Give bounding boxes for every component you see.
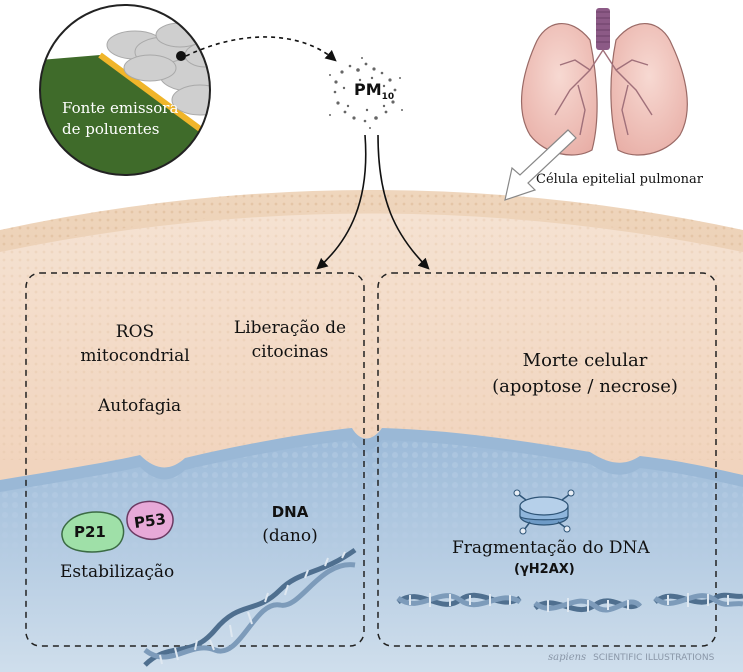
particle-cloud [329, 57, 403, 129]
pm10-label: PM10 [354, 80, 394, 102]
credit-text: SCIENTIFIC ILLUSTRATIONS [593, 653, 715, 663]
dna-fragments [396, 592, 743, 613]
credit-brand: sapiens [548, 652, 587, 663]
pm10-label-text: PM [354, 80, 382, 99]
pm10-label-subscript: 10 [381, 92, 395, 103]
ros-label-line2: mitocondrial [80, 346, 190, 366]
source-to-particle-arrow [185, 36, 337, 62]
ros-label: ROS mitocondrial [60, 320, 210, 368]
stabilization-label: Estabilização [60, 562, 175, 582]
dna-damage-sublabel: (dano) [262, 526, 318, 546]
p53-protein [126, 500, 174, 540]
p21-label: P21 [74, 523, 106, 541]
emission-point [176, 51, 186, 61]
credit-line: sapiens SCIENTIFIC ILLUSTRATIONS [548, 652, 714, 663]
dna-damage-label: DNA (dano) [250, 500, 330, 548]
dna-fragmentation-label: Fragmentação do DNA [452, 538, 650, 558]
pollution-source-label: Fonte emissora de poluentes [62, 98, 178, 140]
cytokines-label-line1: Liberação de [233, 318, 347, 338]
arrow-to-right-box [377, 134, 430, 270]
lung-cell-label: Célula epitelial pulmonar [536, 172, 704, 187]
pollution-source-label-line2: de poluentes [62, 120, 160, 138]
cell-death-label-line1: Morte celular [522, 350, 648, 371]
ros-label-line1: ROS [115, 322, 155, 342]
arrow-to-left-box [316, 134, 367, 270]
cell-death-label: Morte celular (apoptose / necrose) [470, 348, 700, 400]
cytokines-label: Liberação de citocinas [220, 316, 360, 364]
right-dashed-box [377, 272, 717, 647]
lungs-illustration [504, 8, 688, 201]
gamma-h2ax-label: (γH2AX) [514, 562, 575, 577]
cytokines-label-line2: citocinas [251, 342, 329, 362]
autophagy-label: Autofagia [98, 396, 182, 416]
cell-death-label-line2: (apoptose / necrose) [492, 376, 678, 397]
pollution-source-illustration [40, 5, 210, 175]
dna-helix-damaged [143, 547, 357, 667]
histone-icon [513, 489, 575, 535]
p21-protein [61, 511, 125, 553]
dna-label: DNA [271, 503, 309, 521]
left-dashed-box [25, 272, 365, 647]
pollution-source-label-line1: Fonte emissora [62, 99, 179, 117]
